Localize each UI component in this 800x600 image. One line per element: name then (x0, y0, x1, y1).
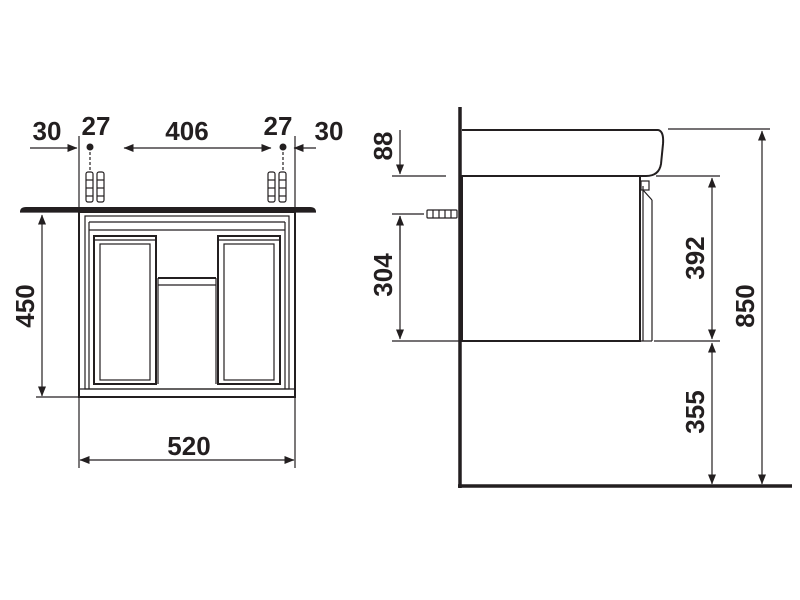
dim-floor-clearance-label: 355 (680, 390, 710, 433)
dim-width-label: 520 (167, 431, 210, 461)
wall-screw (426, 209, 458, 219)
front-view: 30 27 406 27 30 450 520 (10, 111, 343, 468)
dim-right-fixing-label: 27 (264, 111, 293, 141)
left-drawer (93, 235, 157, 385)
width-dimension (78, 397, 296, 468)
cabinet-side (461, 175, 653, 342)
dim-left-fixing-label: 27 (82, 111, 111, 141)
wall-anchor-left (85, 171, 105, 203)
dim-left-margin-label: 30 (33, 116, 62, 146)
height-dimension (36, 214, 79, 398)
dim-right-margin-label: 30 (315, 116, 344, 146)
cabinet-front (78, 211, 296, 398)
center-cutout (157, 277, 217, 384)
dim-center-label: 406 (165, 116, 208, 146)
side-view: 88 304 392 355 850 (368, 107, 792, 488)
dim-cabinet-height-label: 392 (680, 236, 710, 279)
basin-side (462, 129, 665, 177)
right-dimension-chain (654, 175, 720, 485)
right-drawer (217, 235, 281, 385)
left-dimension-chain (392, 130, 462, 342)
dim-fixing-height-label: 304 (368, 253, 398, 297)
dim-total-height-label: 850 (730, 284, 760, 327)
dim-height-label: 450 (10, 284, 40, 327)
dim-top-offset-label: 88 (368, 132, 398, 161)
overall-dimension (668, 128, 770, 485)
wall-anchor-right (267, 171, 287, 203)
top-dimension-chain (30, 136, 316, 212)
